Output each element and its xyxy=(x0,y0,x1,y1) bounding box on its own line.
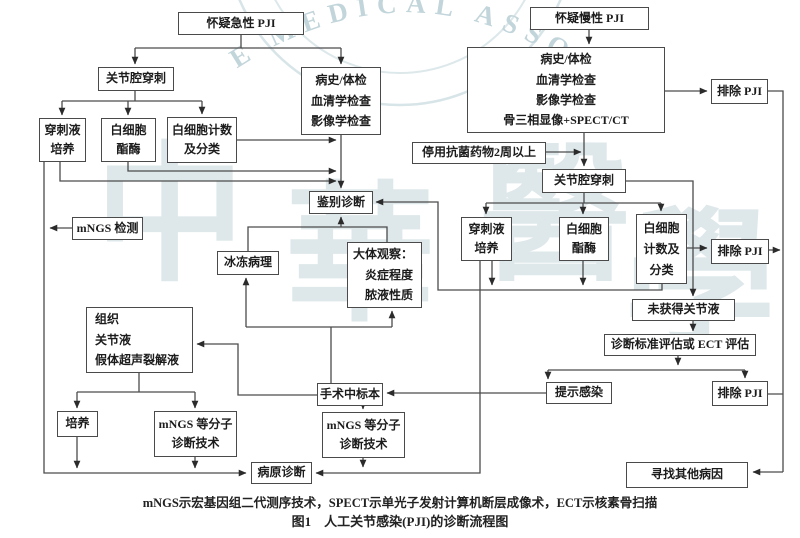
box-tissue-specimens: 组织 关节液 假体超声裂解液 xyxy=(86,307,193,373)
figure-note: mNGS示宏基因组二代测序技术，SPECT示单光子发射计算机断层成像术，ECT示… xyxy=(142,496,658,510)
box-wbc-count-class-left: 白细胞计数 及分类 xyxy=(167,117,237,163)
box-mngs-molecular-right: mNGS 等分子 诊断技术 xyxy=(322,412,405,458)
box-joint-puncture-left: 关节腔穿刺 xyxy=(98,67,174,91)
box-wbc-esterase-right: 白细胞 酯酶 xyxy=(559,217,609,261)
box-workup-chronic: 病史/体检 血清学检查 影像学检查 骨三相显像+SPECT/CT xyxy=(467,47,665,133)
figure-title-line: 图1 人工关节感染(PJI)的诊断流程图 xyxy=(0,511,800,530)
box-stop-antibiotics: 停用抗菌药物2周以上 xyxy=(412,142,546,164)
box-gross-observation: 大体观察： 炎症程度 脓液性质 xyxy=(347,242,422,308)
box-intraop-specimen: 手术中标本 xyxy=(317,383,383,406)
figure-title: 人工关节感染(PJI)的诊断流程图 xyxy=(324,514,509,529)
box-suspect-chronic-pji: 怀疑慢性 PJI xyxy=(530,7,649,30)
box-puncture-fluid-culture-right: 穿刺液 培养 xyxy=(461,217,512,261)
box-exclude-pji-middle: 排除 PJI xyxy=(711,239,769,264)
box-culture-bottom-left: 培养 xyxy=(57,411,98,437)
box-find-other-causes: 寻找其他病因 xyxy=(626,462,748,488)
box-criteria-or-ect: 诊断标准评估或 ECT 评估 xyxy=(604,334,756,356)
box-joint-puncture-right: 关节腔穿刺 xyxy=(542,169,626,193)
box-wbc-esterase-left: 白细胞 酯酶 xyxy=(101,118,156,162)
box-pathogen-diagnosis: 病原诊断 xyxy=(251,462,312,484)
box-frozen-pathology: 冰冻病理 xyxy=(217,251,279,275)
figure-label: 图1 xyxy=(291,514,312,529)
box-exclude-pji-bottom: 排除 PJI xyxy=(712,381,768,406)
box-puncture-fluid-culture-left: 穿刺液 培养 xyxy=(39,118,86,162)
box-mngs-molecular-left: mNGS 等分子 诊断技术 xyxy=(154,411,237,457)
box-differential-diagnosis: 鉴别诊断 xyxy=(309,191,373,214)
box-suspect-acute-pji: 怀疑急性 PJI xyxy=(178,12,304,35)
box-wbc-count-class-right: 白细胞 计数及 分类 xyxy=(636,214,687,284)
box-exclude-pji-top: 排除 PJI xyxy=(711,79,768,104)
box-workup-acute: 病史/体检 血清学检查 影像学检查 xyxy=(301,67,381,135)
watermark-seal-char: 醫 xyxy=(480,127,631,303)
box-mngs-test: mNGS 检测 xyxy=(72,217,143,240)
box-suggest-infection: 提示感染 xyxy=(546,382,612,404)
box-no-joint-fluid: 未获得关节液 xyxy=(632,299,735,321)
